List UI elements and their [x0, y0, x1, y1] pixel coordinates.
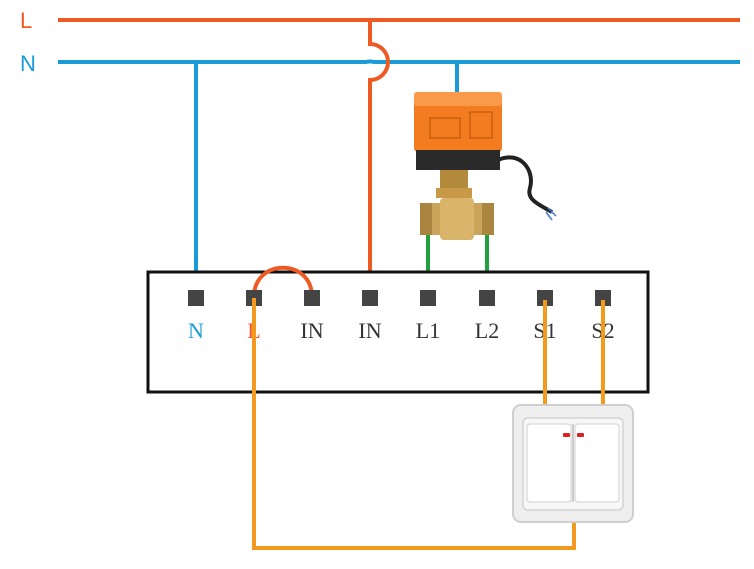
live-drop-wire — [368, 20, 390, 297]
terminal-in-1 — [304, 290, 320, 306]
terminal-label-l2: L2 — [475, 318, 499, 343]
terminal-row — [188, 290, 611, 306]
neutral-bus-line — [58, 59, 740, 64]
terminal-in-2 — [362, 290, 378, 306]
switch-return-wire — [252, 298, 576, 550]
terminal-l2 — [479, 290, 495, 306]
terminal-l1 — [420, 290, 436, 306]
neutral-bus-label: N — [20, 51, 36, 76]
terminal-s1 — [537, 290, 553, 306]
terminal-label-in-2: IN — [358, 318, 381, 343]
terminal-label-in-1: IN — [300, 318, 323, 343]
terminal-label-l1: L1 — [416, 318, 440, 343]
terminal-n — [188, 290, 204, 306]
double-rocker-switch-icon — [512, 404, 634, 523]
l-in-jumper-wire — [252, 265, 314, 298]
terminal-s2 — [595, 290, 611, 306]
terminal-label-n: N — [188, 318, 204, 343]
motorized-ball-valve-icon — [414, 92, 557, 240]
controller-terminal-box — [146, 270, 650, 394]
live-bus-label: L — [20, 8, 32, 33]
